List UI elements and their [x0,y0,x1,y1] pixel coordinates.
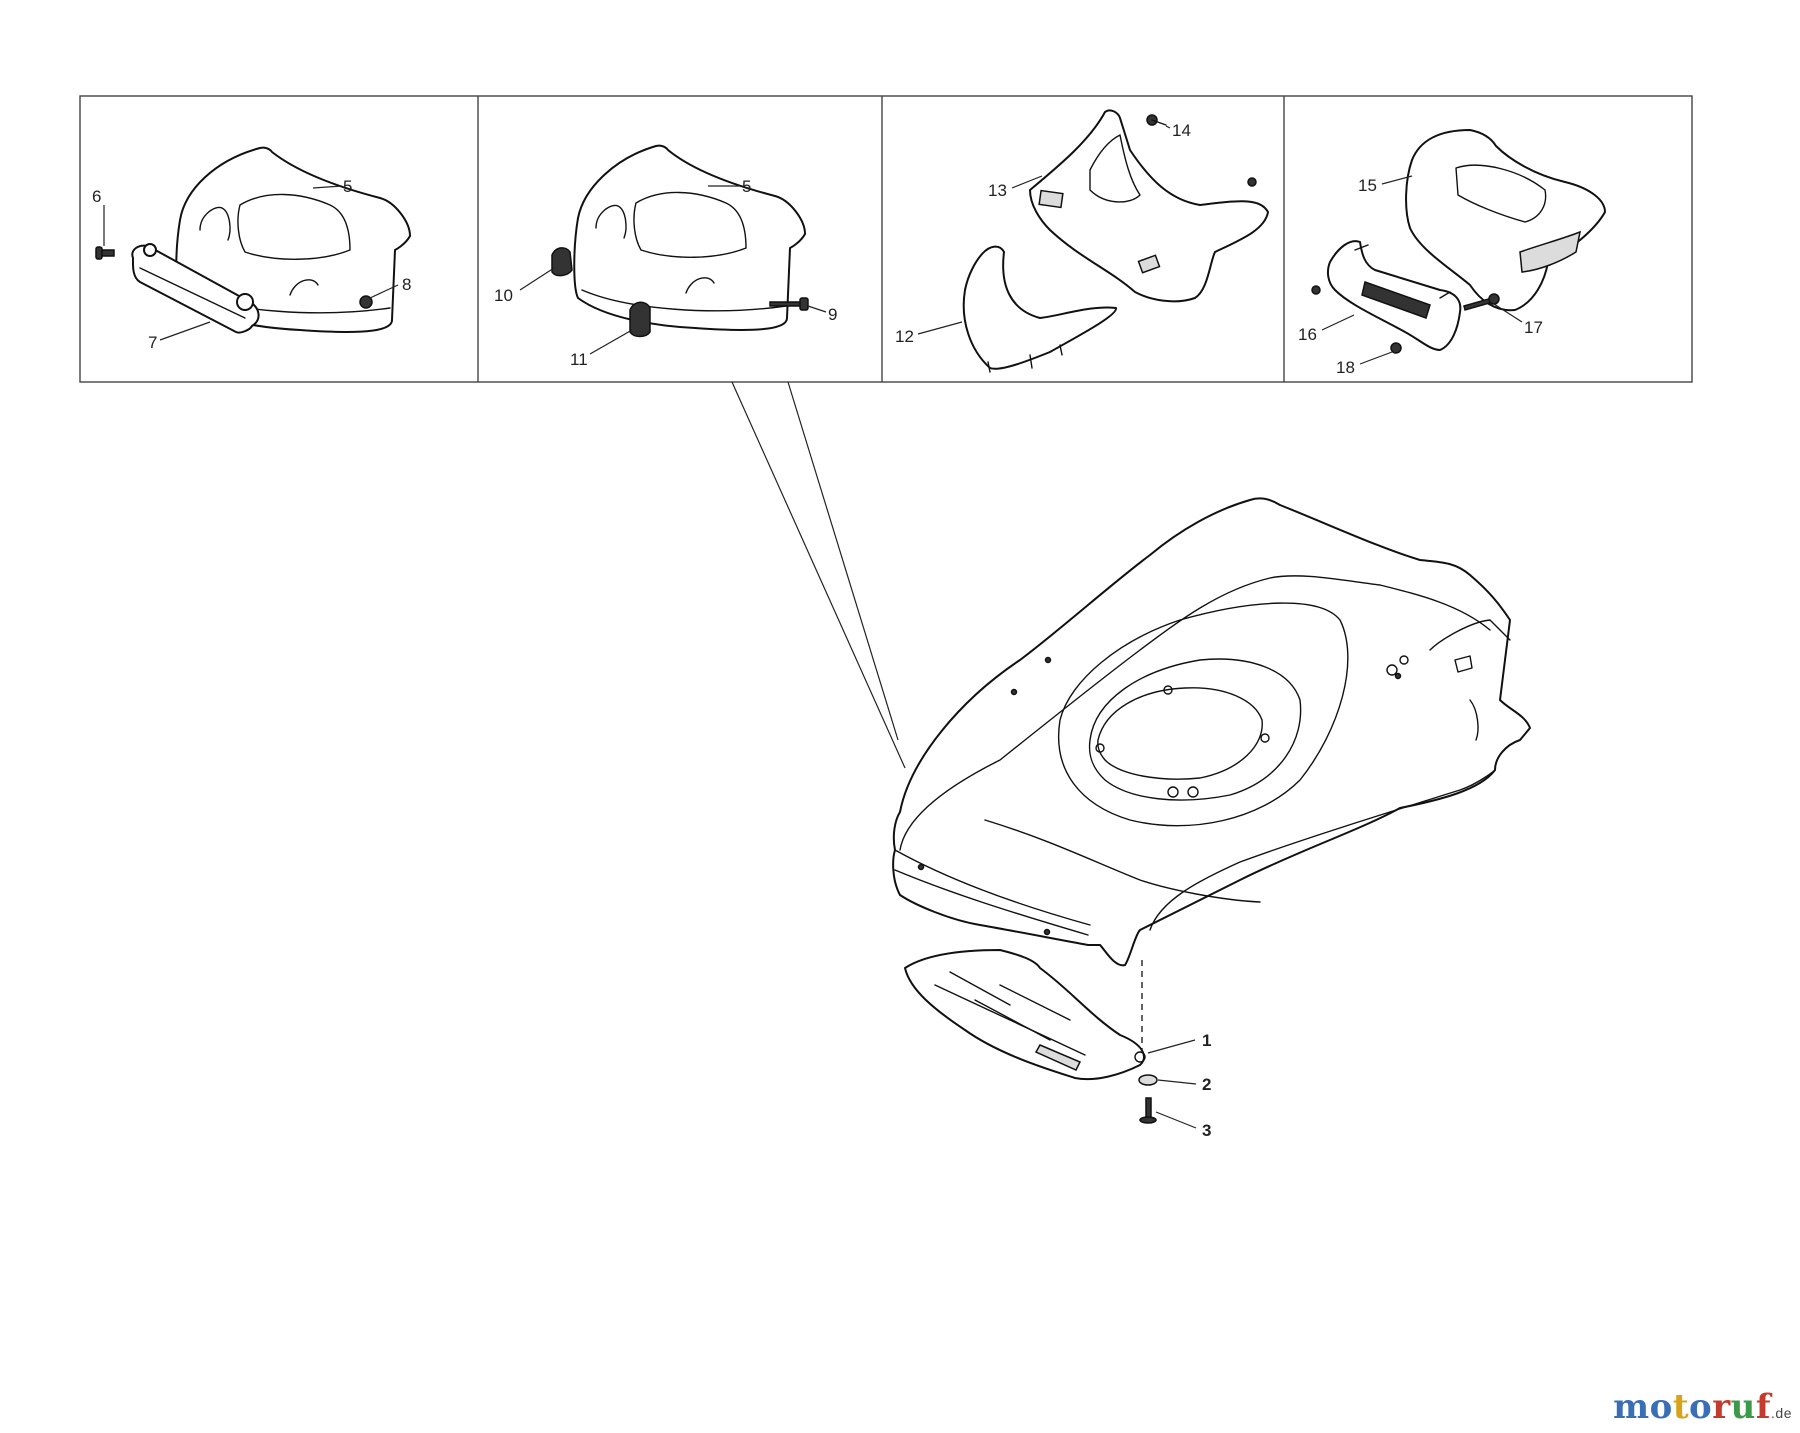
callout-1: 1 [1202,1031,1211,1050]
bolt-part-3 [1139,1097,1157,1124]
callout-10: 10 [494,286,513,305]
site-watermark: motoruf.de [1613,1387,1792,1427]
washer-part-2 [1138,1074,1158,1086]
leader-5a [312,185,343,189]
leader-2 [1157,1079,1197,1085]
watermark-letter: m [1613,1387,1650,1427]
leader-18 [1359,351,1393,365]
leader-8 [369,284,399,299]
rear-cover-part-5b [573,144,806,331]
skid-plate-part-1 [904,949,1146,1081]
callout-13: 13 [988,181,1007,200]
panels-outline [79,95,1693,383]
watermark-letter: t [1672,1387,1690,1427]
callout-14: 14 [1172,121,1191,140]
screw-part-9 [769,297,809,311]
housing-part-13 [1029,109,1269,303]
guard-part-15 [1405,129,1606,312]
callout-15: 15 [1358,176,1377,195]
callout-12: 12 [895,327,914,346]
detail-panels-frame [79,95,1693,383]
callout-3: 3 [1202,1121,1211,1140]
watermark-suffix: .de [1771,1405,1792,1421]
callout-5a: 5 [343,177,352,196]
rear-cover-part-5a [175,146,411,333]
leader-10 [519,267,555,291]
screw-part-14b [1247,177,1257,187]
leader-9 [807,305,827,313]
plug-part-11 [629,301,651,338]
callout-6: 6 [92,187,101,206]
leader-3 [1155,1111,1197,1129]
leader-13 [1011,175,1043,189]
leader-15 [1381,175,1413,185]
leader-7 [159,321,211,341]
watermark-letter: f [1755,1387,1772,1427]
panel-3: 14 13 12 [895,109,1269,373]
watermark-letter: o [1689,1387,1713,1427]
leader-1 [1147,1039,1196,1054]
callout-8: 8 [402,275,411,294]
leader-12 [917,321,963,335]
screw-part-14 [1146,114,1167,126]
callout-17: 17 [1524,318,1543,337]
mower-deck [892,497,1531,967]
callout-9: 9 [828,305,837,324]
bracket-part-16 [1326,240,1462,351]
panel-4: 15 16 17 18 [1298,129,1606,377]
callout-5b: 5 [742,177,751,196]
leader-14 [1165,125,1171,129]
screw-part-6 [95,246,115,260]
deflector-part-12 [962,245,1117,373]
callout-18: 18 [1336,358,1355,377]
nut-part-18 [1390,342,1402,354]
flap-part-7 [131,243,260,334]
plug-part-10 [551,247,573,277]
panel-1: 5 6 7 8 [92,146,411,352]
nut-part-8 [359,295,373,309]
callout-11: 11 [570,350,588,369]
callout-7: 7 [148,333,157,352]
detail-connector-lines [731,381,906,769]
leader-16 [1321,314,1355,331]
watermark-letter: o [1649,1387,1673,1427]
nut-part-16b [1311,285,1321,295]
leader-11 [589,329,633,355]
screw-part-17 [1463,293,1500,311]
watermark-letter: r [1712,1387,1731,1427]
leader-17 [1493,303,1523,323]
panel-2: 5 10 11 9 [494,144,837,369]
callout-2: 2 [1202,1075,1211,1094]
watermark-letter: u [1730,1387,1756,1427]
callout-16: 16 [1298,325,1317,344]
